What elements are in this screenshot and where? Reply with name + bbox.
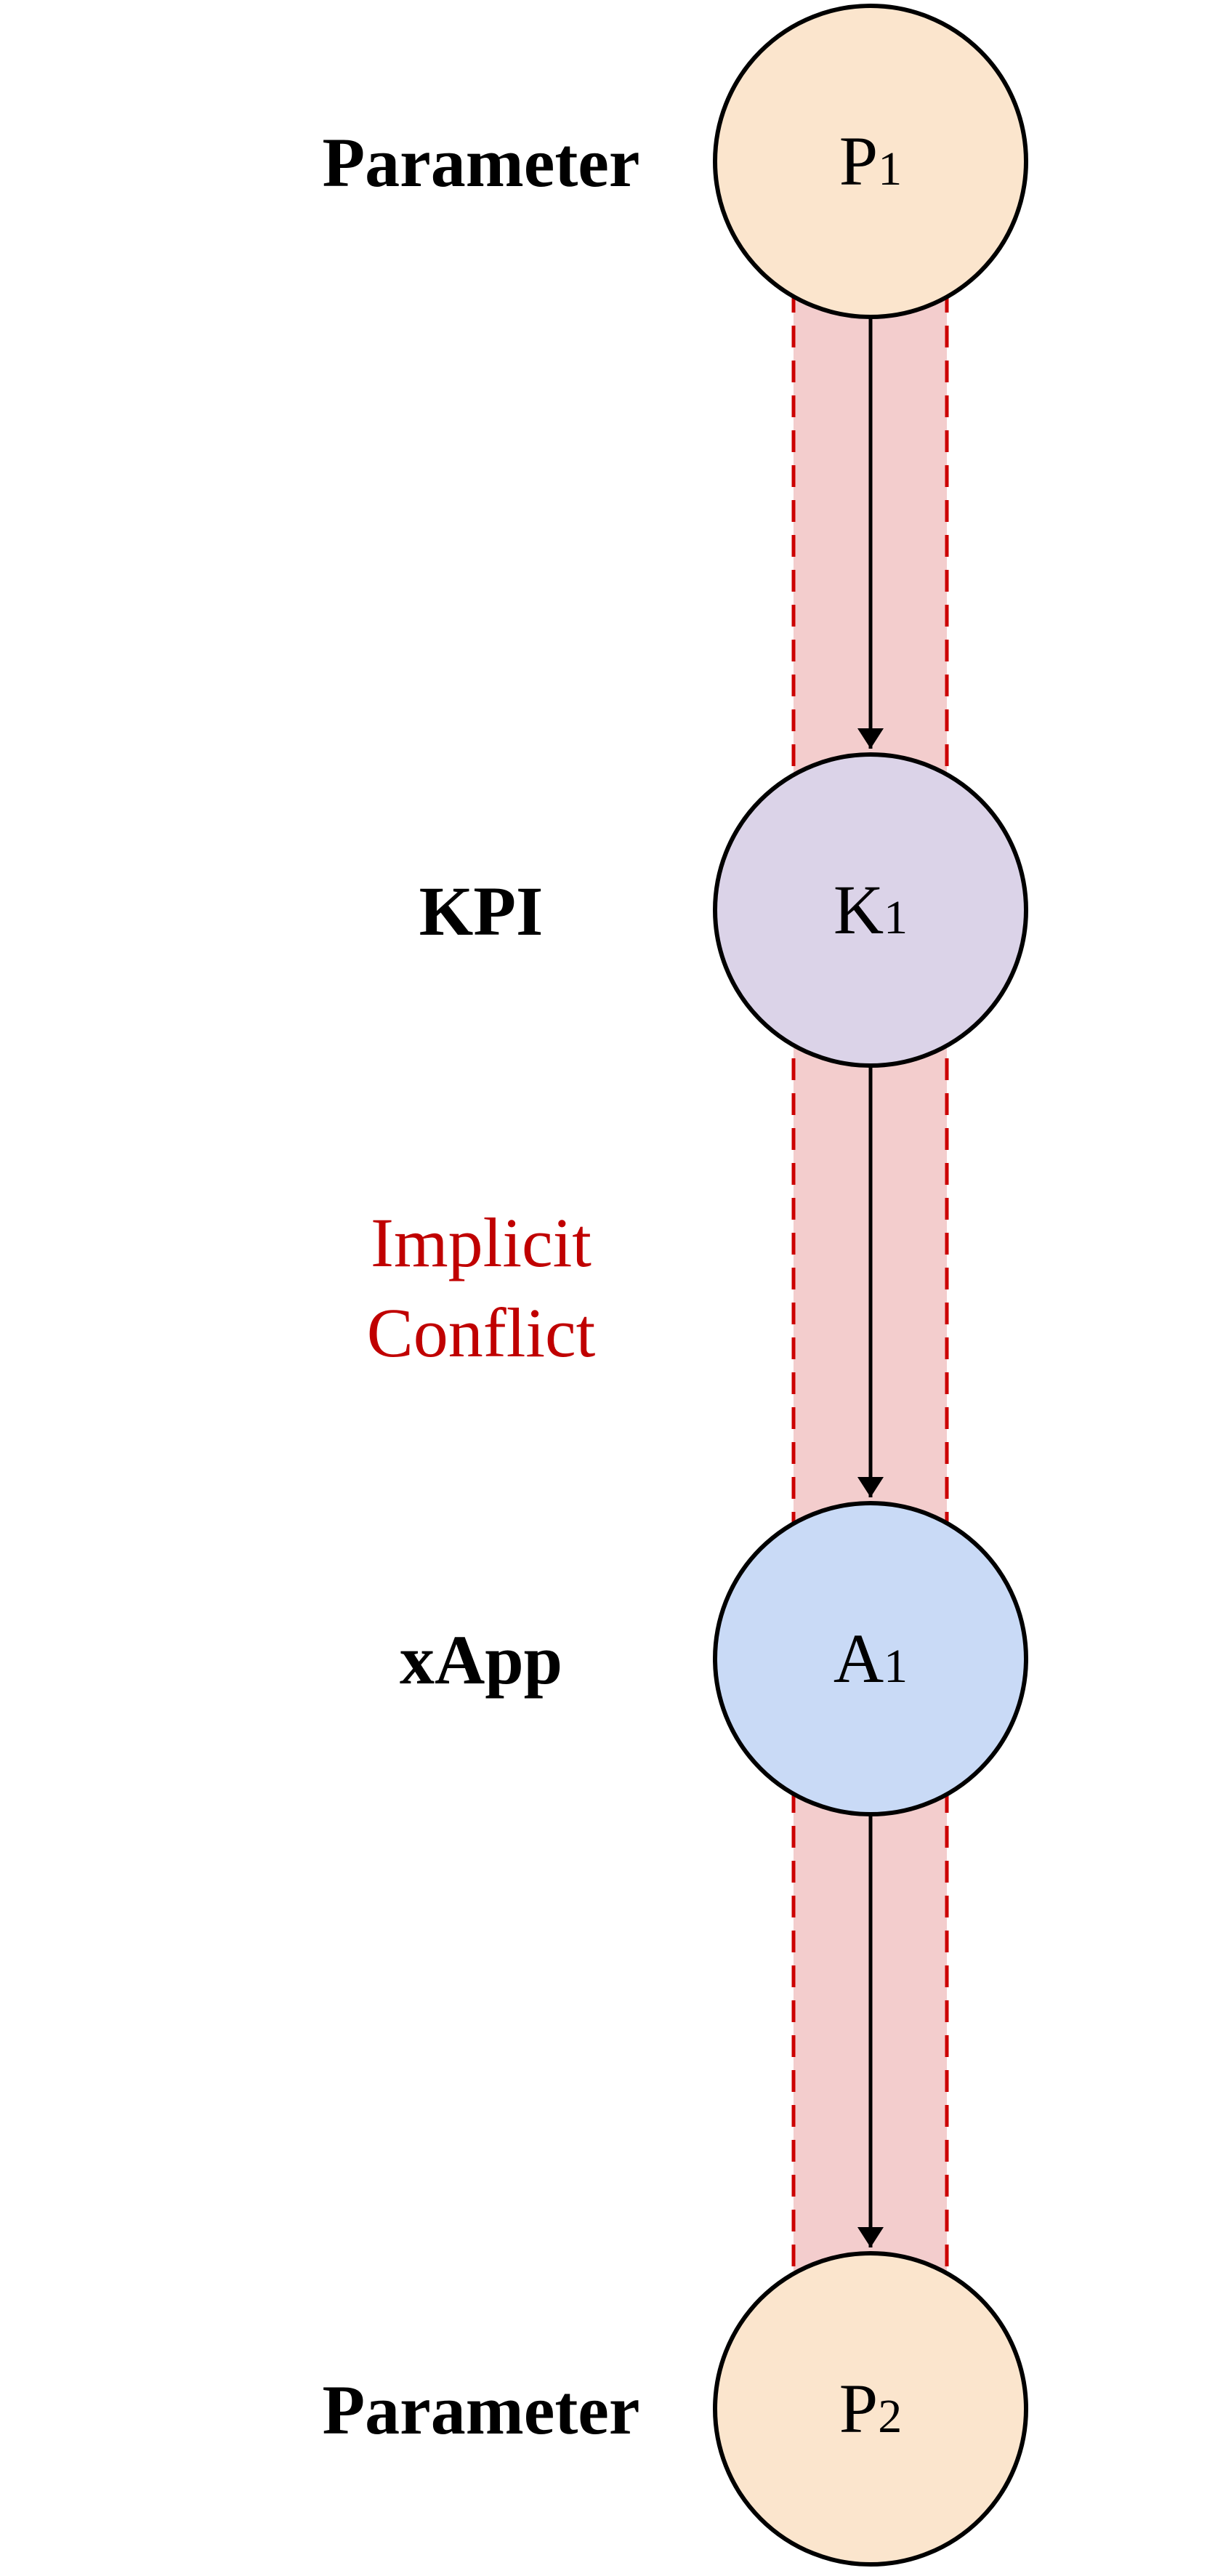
node-k1-circle (713, 752, 1028, 1068)
node-a1-circle (713, 1501, 1028, 1816)
node-p2: P2 (713, 2251, 1028, 2567)
label-parameter-top: Parameter (322, 124, 639, 201)
svg-text:P2: P2 (839, 2370, 902, 2447)
node-p1-letter: P (839, 122, 878, 200)
label-implicit: Implicit (371, 1204, 592, 1281)
label-parameter-bottom: Parameter (322, 2371, 639, 2449)
node-a1-index: 1 (884, 1640, 908, 1693)
svg-text:P1: P1 (839, 122, 902, 200)
svg-text:A1: A1 (833, 1619, 908, 1697)
node-p2-index: 2 (878, 2390, 902, 2443)
node-p1: P1 (713, 4, 1028, 319)
label-conflict: Conflict (367, 1294, 596, 1372)
node-p2-circle (713, 2251, 1028, 2567)
node-a1: A1 (713, 1501, 1028, 1816)
node-a1-letter: A (833, 1619, 884, 1697)
node-k1: K1 (713, 752, 1028, 1068)
node-p1-circle (713, 4, 1028, 319)
node-p1-index: 1 (878, 142, 902, 196)
svg-text:K1: K1 (833, 871, 908, 949)
node-k1-letter: K (833, 871, 884, 949)
label-xapp: xApp (400, 1621, 562, 1699)
label-kpi: KPI (419, 872, 544, 950)
node-p2-letter: P (839, 2370, 878, 2447)
node-k1-index: 1 (884, 891, 908, 944)
